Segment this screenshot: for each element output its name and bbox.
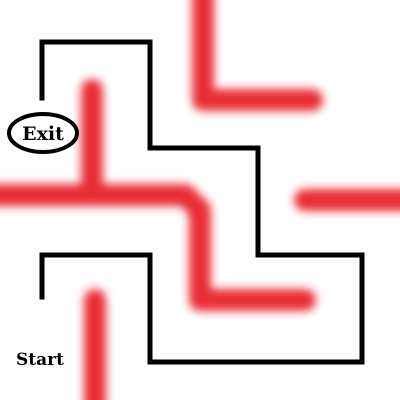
maze-wall-lower	[39, 252, 365, 365]
exit-oval	[7, 112, 79, 154]
exit-marker: Exit	[7, 112, 79, 154]
maze-wall-upper	[39, 39, 365, 258]
exit-label: Exit	[22, 123, 64, 145]
maze-walls	[39, 39, 365, 365]
start-label: Start	[16, 350, 64, 370]
red-path-middle-bend	[174, 184, 316, 311]
red-path-top-right-hook	[192, 0, 323, 111]
